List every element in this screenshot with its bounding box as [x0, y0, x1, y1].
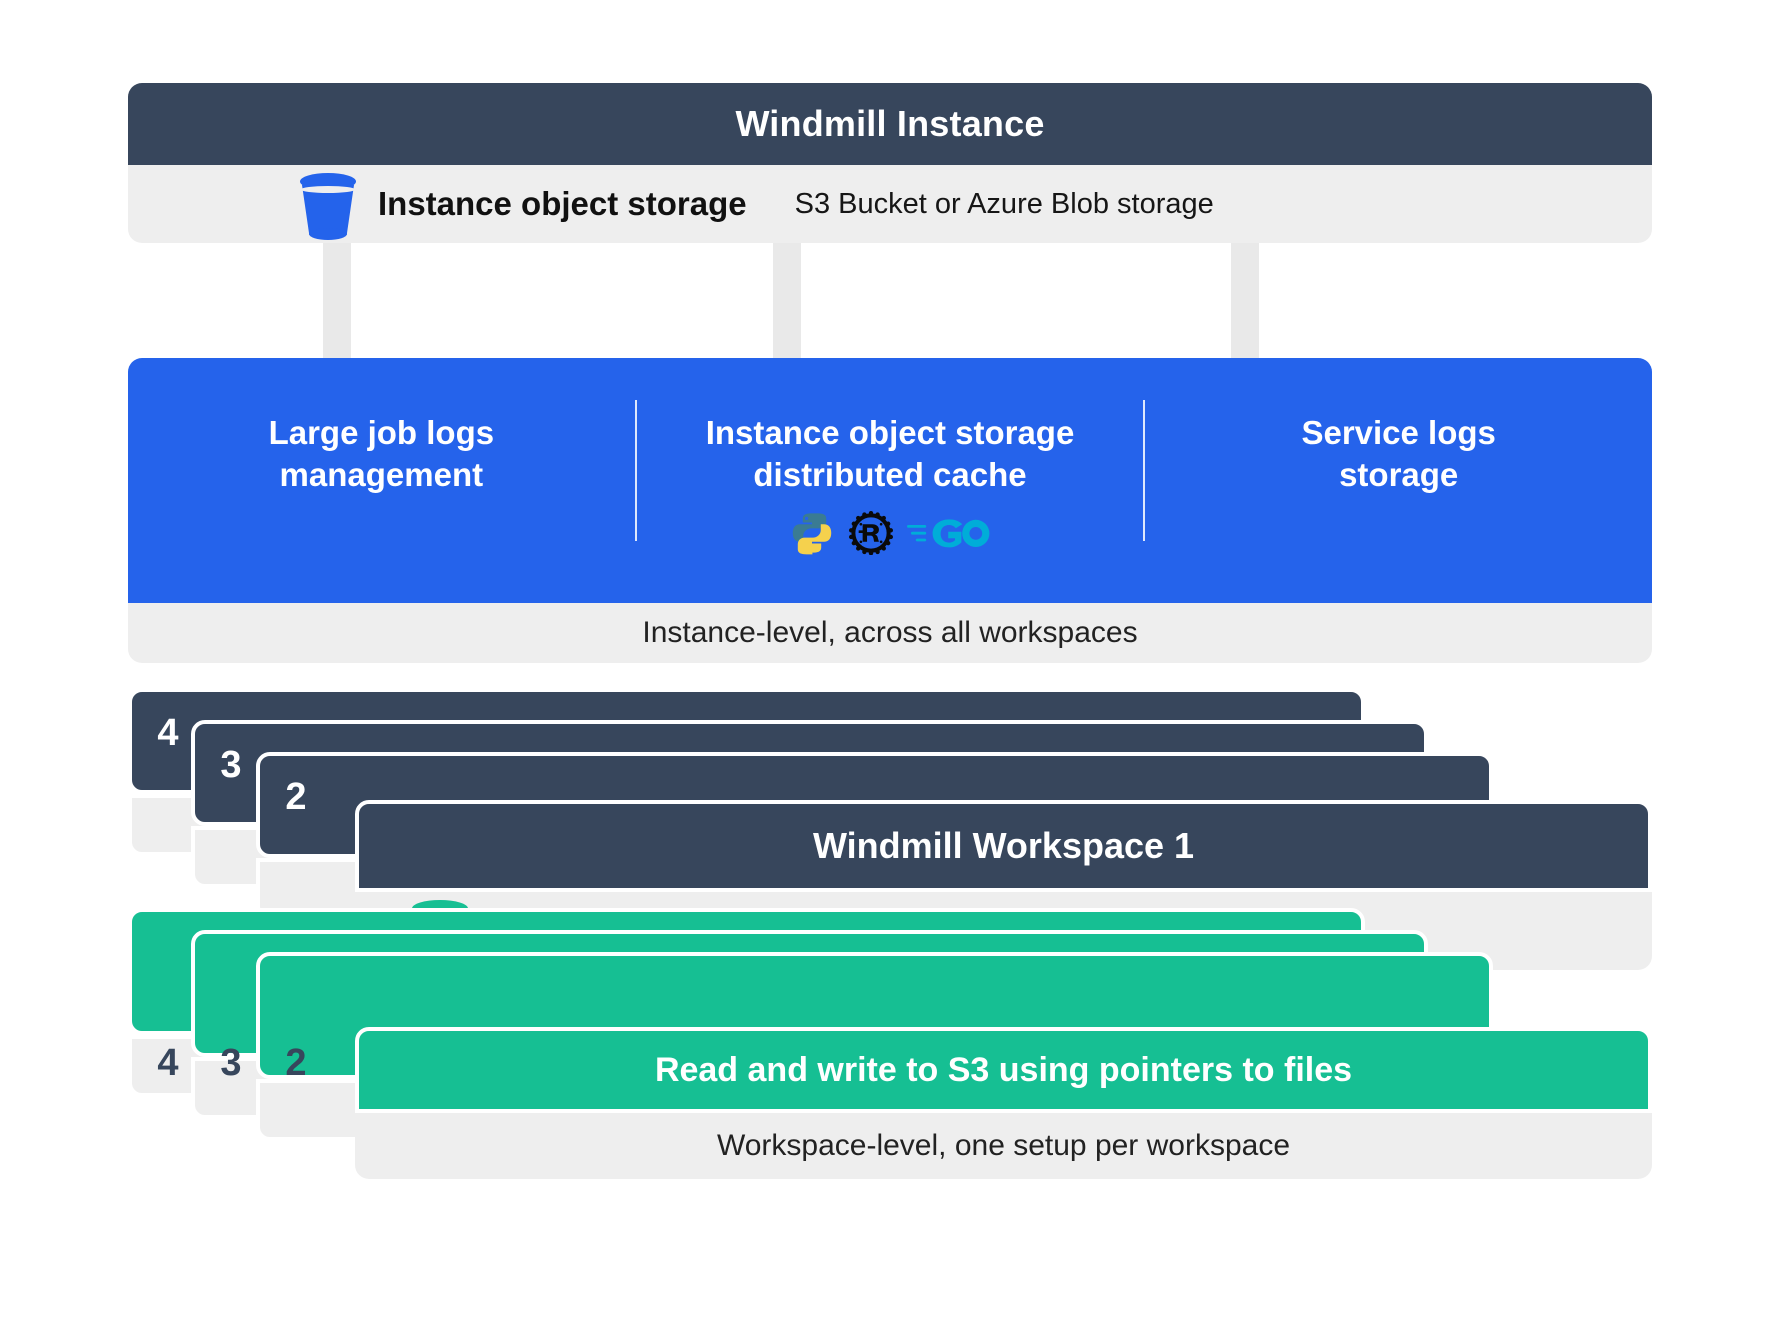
feature-divider-1 [634, 400, 637, 541]
workspace-stack-number-4: 4 [157, 712, 179, 754]
instance-footer: Instance-level, across all workspaces [128, 603, 1652, 663]
instance-storage-row: Instance object storage S3 Bucket or Azu… [128, 165, 1652, 243]
rust-icon [849, 511, 893, 556]
instance-title: Windmill Instance [735, 103, 1045, 144]
workspace-stack-number-2: 2 [285, 776, 307, 818]
green-stack-number-3: 3 [220, 1042, 242, 1084]
instance-storage-label: Instance object storage [378, 185, 747, 222]
bucket-icon [300, 173, 356, 240]
green-band: Read and write to S3 using pointers to f… [355, 1027, 1652, 1113]
instance-footer-label: Instance-level, across all workspaces [642, 616, 1138, 649]
feature-service-logs: Service logs storage [1145, 358, 1652, 603]
language-icons [789, 510, 991, 556]
green-band-label: Read and write to S3 using pointers to f… [654, 1050, 1353, 1089]
green-stack-number-2: 2 [285, 1042, 307, 1084]
green-stack-number-4: 4 [157, 1042, 179, 1084]
feature-divider-2 [1143, 400, 1146, 541]
workspace-header: Windmill Workspace 1 [355, 800, 1652, 892]
workspace-footer: Workspace-level, one setup per workspace [355, 1113, 1652, 1179]
instance-storage-sublabel: S3 Bucket or Azure Blob storage [794, 187, 1214, 220]
workspace-stack-number-3: 3 [220, 744, 242, 786]
instance-header: Windmill Instance [128, 83, 1652, 165]
feature-label: Instance object storage distributed cach… [705, 414, 1075, 494]
go-icon [907, 519, 990, 548]
feature-large-job-logs: Large job logs management [128, 358, 635, 603]
workspace-footer-label: Workspace-level, one setup per workspace [716, 1129, 1291, 1162]
workspace-title: Windmill Workspace 1 [812, 825, 1195, 866]
instance-feature-band: Large job logs management Instance objec… [128, 358, 1652, 603]
python-icon [792, 513, 832, 555]
feature-label: Service logs storage [1301, 414, 1496, 494]
feature-distributed-cache: Instance object storage distributed cach… [637, 358, 1144, 603]
feature-label: Large job logs management [268, 414, 495, 494]
